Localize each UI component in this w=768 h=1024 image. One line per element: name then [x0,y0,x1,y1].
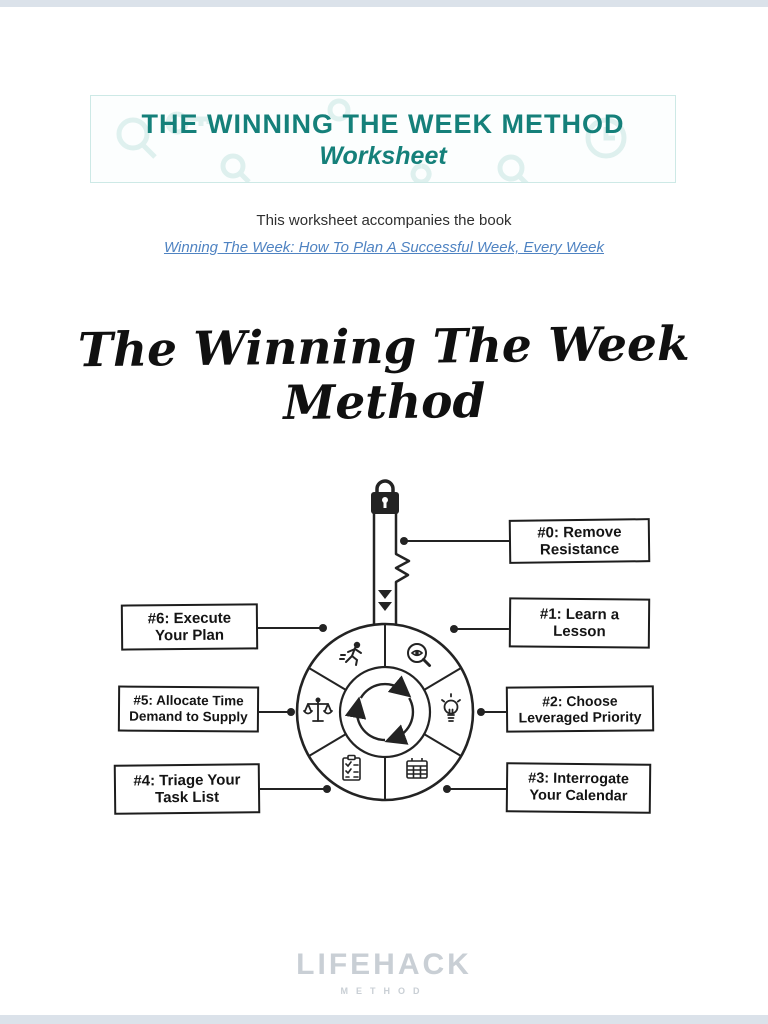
step-label: Task List [155,788,220,807]
step-label: Demand to Supply [129,708,248,725]
eye-magnifier-icon [407,643,431,667]
step-box-2-choose-leveraged-priority: #2: Choose Leveraged Priority [505,685,655,733]
step-box-5-allocate-time-demand-to-supply: #5: Allocate Time Demand to Supply [117,685,260,733]
key-icon [372,510,411,632]
step-label: Resistance [539,540,620,559]
step-label: #5: Allocate Time [133,693,244,709]
banner-title: THE WINNING THE WEEK METHOD [141,109,625,139]
step-label: #1: Learn a [539,605,620,624]
lightbulb-icon [441,693,461,722]
intro-text: This worksheet accompanies the book [256,212,512,229]
banner-decoration-icons [116,98,627,182]
method-wheel [295,622,475,802]
step-label: Leveraged Priority [518,708,642,726]
step-label: Lesson [553,622,606,641]
step-box-1-learn-a-lesson: #1: Learn a Lesson [508,597,651,649]
step-label: #0: Remove [537,523,622,542]
step-box-0-remove-resistance: #0: Remove Resistance [508,518,651,564]
book-link[interactable]: Winning The Week: How To Plan A Successf… [163,239,605,256]
title-banner: THE WINNING THE WEEK METHOD Worksheet [90,95,676,183]
cycle-arrows-icon [344,675,415,745]
running-person-icon [339,641,362,666]
step-label: Your Plan [155,626,225,645]
connector-lines [256,540,512,790]
step-box-6-execute-your-plan: #6: Execute Your Plan [120,603,259,651]
diagram-title: The Winning The Week Method [77,316,690,432]
viewer-edge-bottom [0,1015,768,1024]
checklist-icon [342,754,361,781]
wheel-segment-dividers [308,624,462,800]
lifehack-logo: LIFEHACK [296,948,472,981]
scales-icon [303,697,333,722]
step-label: #2: Choose [542,692,618,710]
step-label: Your Calendar [529,787,628,805]
step-box-4-triage-your-task-list: #4: Triage Your Task List [113,763,261,815]
step-label: #6: Execute [147,609,232,628]
banner-subtitle: Worksheet [319,142,447,170]
viewer-edge-top [0,0,768,7]
lock-icon [371,479,399,514]
connector-dots [287,537,485,793]
lifehack-logo-method: METHOD [340,986,428,996]
step-label: #3: Interrogate [528,770,630,788]
calendar-icon [406,758,428,779]
step-box-3-interrogate-your-calendar: #3: Interrogate Your Calendar [505,762,652,814]
step-label: #4: Triage Your [133,771,241,790]
